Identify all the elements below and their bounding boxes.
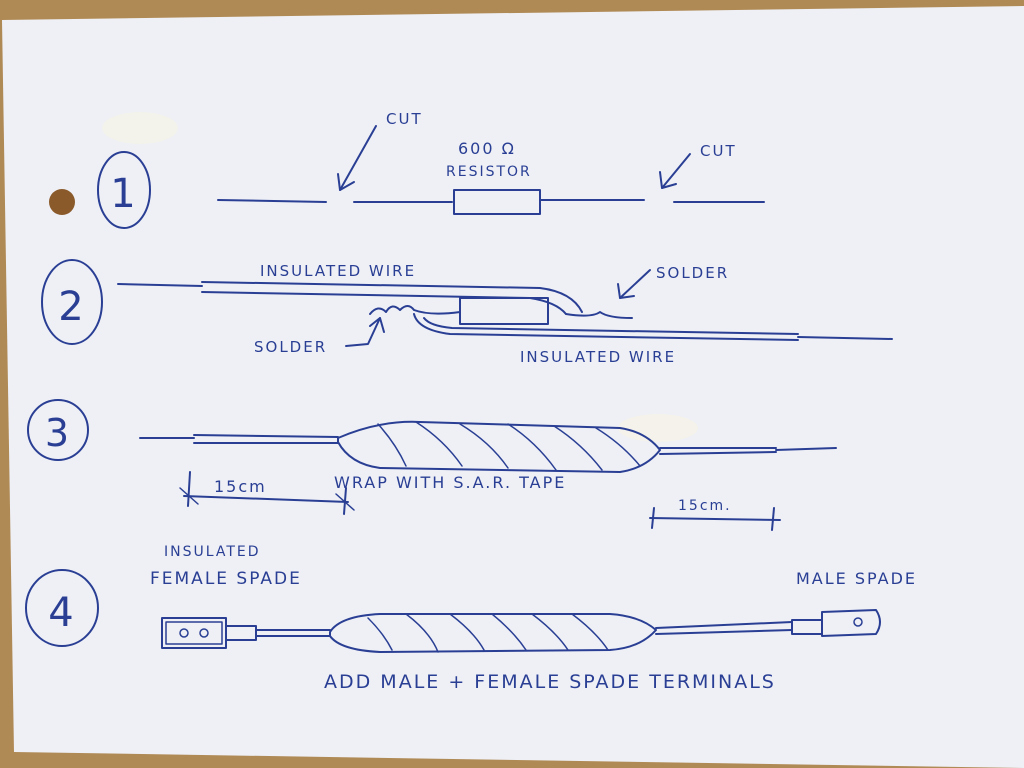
solder-joint-left [369,305,461,315]
tape-spiral [571,613,609,651]
tape-spiral [449,613,485,651]
step-2: 2 INSULATED WIRE SOLDER SOLDER INSULATED… [41,259,893,366]
tape-spiral [507,423,557,471]
female-spade-terminal [165,621,223,645]
step-1: 1 CUT 600 Ω RESISTOR CUT [97,110,765,229]
tape-wrapped-body [329,613,657,653]
insulated-wire-bottom [413,313,799,341]
female-spade-crimp [225,625,257,641]
dimension-label-left: 15cm [214,477,267,496]
bare-wire [775,447,837,451]
terminal-instruction: ADD MALE + FEMALE SPADE TERMINALS [324,671,776,693]
tape-spiral [415,421,463,467]
insulated-label: INSULATED [164,544,261,560]
insulated-wire-bottom [423,317,799,335]
tape-wrapped-body [337,420,661,473]
bare-wire [117,283,203,287]
insulated-wire-label-bottom: INSULATED WIRE [520,348,676,366]
dimension-tick [771,507,775,531]
tape-spiral [595,427,641,467]
dimension-line-right [649,517,781,521]
insulated-lead [659,451,777,455]
step-number: 1 [110,171,137,217]
tape-mark [618,414,698,442]
arrowhead [659,171,677,189]
insulated-wire-label-top: INSULATED WIRE [260,262,416,280]
step-number-circle [97,151,151,229]
insulated-wire-top [201,281,583,313]
step-number-circle [25,569,99,647]
step-3: 3 15cm WRAP WITH S.A.R. TAPE 15cm. [27,399,837,531]
female-spade-hole [199,628,209,638]
solder-joint-right [565,311,633,319]
male-spade-terminal [821,609,881,637]
solder-arrow-left [345,317,381,347]
male-spade-hole [853,617,863,627]
insulated-lead [655,621,793,629]
dimension-tick [187,471,191,507]
wrap-instruction: WRAP WITH S.A.R. TAPE [334,473,566,492]
female-spade-hole [179,628,189,638]
tape-spiral [531,613,569,651]
step-4: 4 INSULATED FEMALE SPADE MALE SPADE ADD … [25,544,917,693]
step-number-circle [27,399,89,461]
insulated-lead [655,629,793,635]
tape-spiral [553,425,603,471]
cut-arrow-right [661,153,691,189]
step-number-circle [41,259,103,345]
wire-segment [217,199,327,203]
insulated-lead [193,434,339,438]
cut-label-left: CUT [386,110,423,128]
solder-arrow-right [619,269,651,299]
tape-mark [102,112,178,144]
dimension-label-right: 15cm. [678,498,732,514]
tape-spiral [377,423,407,467]
resistor-value-label: 600 Ω [458,139,516,158]
tape-spiral [459,423,509,469]
step-number: 2 [58,284,85,330]
dimension-line-left [183,495,349,503]
arrowhead [617,283,635,299]
cut-label-right: CUT [700,142,737,160]
tape-spiral [367,617,393,651]
tape-spiral [491,613,527,651]
arrowhead [337,173,355,191]
cut-arrow-left [339,125,377,191]
arrowhead [369,317,385,333]
dimension-tick [179,487,199,505]
dimension-tick [335,493,355,511]
step-number: 4 [48,590,75,636]
resistor-label: RESISTOR [446,164,532,180]
solder-label-left: SOLDER [254,338,327,356]
male-spade-label: MALE SPADE [796,569,917,588]
bare-wire [797,336,893,340]
step-number: 3 [45,411,71,455]
dimension-tick [651,507,655,529]
tape-spiral [405,613,439,653]
punch-hole [49,189,75,215]
resistor-body [453,189,541,215]
solder-label-right: SOLDER [656,264,729,282]
paper-sheet [2,6,1024,768]
female-spade-label: FEMALE SPADE [150,569,302,589]
